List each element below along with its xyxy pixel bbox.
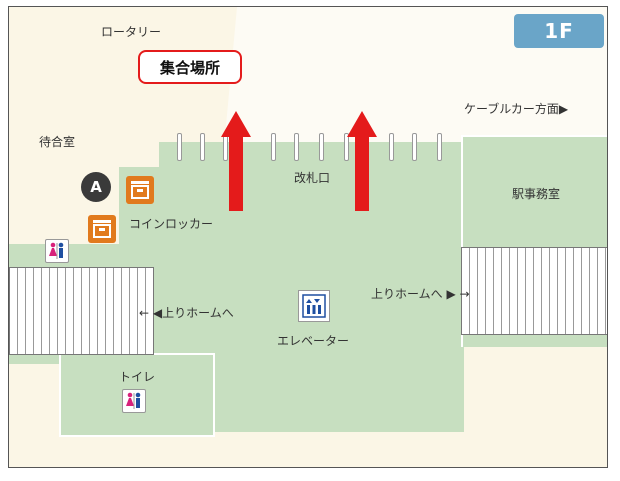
up-platform-right-label: 上りホームへ ▶ → bbox=[371, 287, 470, 301]
cable-car-direction: ケーブルカー方面▶ bbox=[464, 102, 569, 116]
floor-badge: 1F bbox=[514, 14, 604, 48]
marker-a: A bbox=[81, 172, 111, 202]
elevator-icon bbox=[298, 290, 330, 322]
stairs-west bbox=[9, 267, 154, 355]
locker-icon bbox=[88, 215, 116, 243]
up-platform-left-label: ← ◀上りホームへ bbox=[139, 306, 234, 320]
ticket-gate bbox=[200, 133, 205, 161]
ticket-gate bbox=[271, 133, 276, 161]
rotary-label: ロータリー bbox=[101, 25, 162, 39]
elevator-label: エレベーター bbox=[277, 334, 350, 348]
arrow-up-icon bbox=[347, 111, 377, 211]
locker-icon bbox=[126, 176, 154, 204]
toilet-label: トイレ bbox=[119, 370, 156, 384]
meeting-point-label: 集合場所 bbox=[138, 50, 242, 84]
ticket-gate bbox=[344, 133, 349, 161]
ticket-gate bbox=[412, 133, 417, 161]
coin-locker-label: コインロッカー bbox=[129, 217, 214, 231]
ticket-gate bbox=[389, 133, 394, 161]
toilet-icon bbox=[45, 239, 69, 263]
ticket-gate bbox=[319, 133, 324, 161]
ticket-gate bbox=[437, 133, 442, 161]
waiting-room-label: 待合室 bbox=[39, 135, 76, 149]
ticket-gate-label: 改札口 bbox=[294, 171, 331, 185]
map-background-shapes bbox=[224, 7, 607, 147]
map-frame: A ロータリー 待合室 ケーブルカー方面▶ 改札口 駅事務室 コインロッカー 上… bbox=[8, 6, 608, 468]
toilet-icon bbox=[122, 389, 146, 413]
ticket-gate bbox=[294, 133, 299, 161]
stairs-east bbox=[461, 247, 607, 335]
ticket-gate bbox=[177, 133, 182, 161]
arrow-up-icon bbox=[221, 111, 251, 211]
station-office-label: 駅事務室 bbox=[512, 187, 561, 201]
